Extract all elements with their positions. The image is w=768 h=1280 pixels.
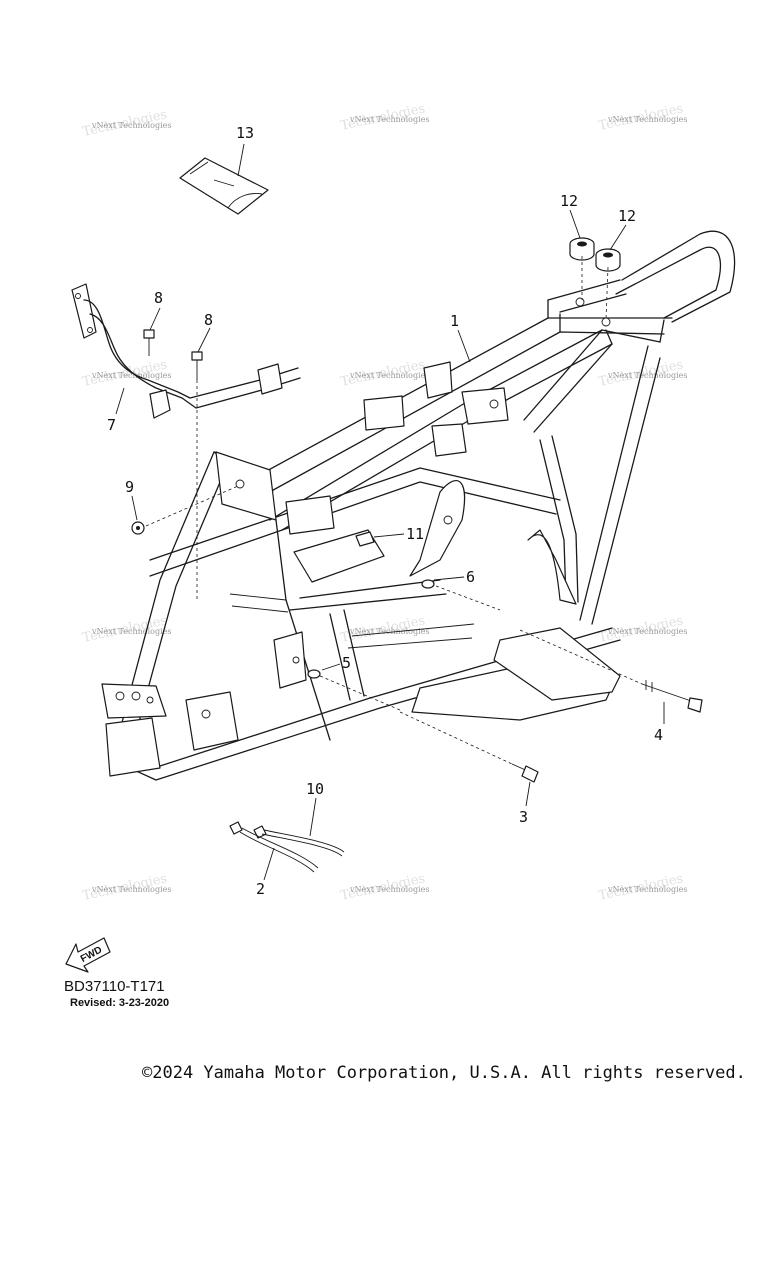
bolt-part[interactable] — [191, 351, 203, 380]
callout-13: 13 — [236, 124, 254, 142]
callout-4: 4 — [654, 726, 663, 744]
watermark: Technologies vNext Technologies — [597, 357, 687, 390]
diagram-code: BD37110-T171 — [64, 978, 165, 995]
leader-line — [569, 209, 581, 239]
callout-8: 8 — [154, 289, 163, 307]
leader-line — [197, 327, 211, 353]
leader-line — [321, 663, 341, 671]
bolt-part[interactable] — [143, 329, 155, 356]
callout-7: 7 — [107, 416, 116, 434]
callout-11: 11 — [406, 525, 424, 543]
front-bracket-part[interactable] — [71, 283, 301, 419]
callout-5: 5 — [342, 654, 351, 672]
svg-text:vNext Technologies: vNext Technologies — [91, 627, 171, 636]
watermark: Technologies vNext Technologies — [339, 357, 429, 390]
watermark: Technologies vNext Technologies — [339, 101, 429, 134]
callout-6: 6 — [466, 568, 475, 586]
leader-line — [373, 533, 405, 538]
watermark: Technologies vNext Technologies — [81, 107, 171, 140]
svg-text:vNext Technologies: vNext Technologies — [607, 885, 687, 894]
callout-3: 3 — [519, 808, 528, 826]
callout-9: 9 — [125, 478, 134, 496]
assembly-line — [145, 485, 239, 527]
svg-text:vNext Technologies: vNext Technologies — [91, 371, 171, 380]
svg-text:vNext Technologies: vNext Technologies — [607, 627, 687, 636]
leader-line — [263, 847, 275, 881]
label-pouch-part[interactable] — [179, 157, 269, 215]
leader-line — [525, 781, 531, 807]
callout-12: 12 — [560, 192, 578, 210]
leader-line — [433, 576, 465, 581]
leader-line — [457, 329, 471, 363]
svg-text:vNext Technologies: vNext Technologies — [349, 115, 429, 124]
assembly-line — [519, 629, 643, 685]
revision-date: Revised: 3-23-2020 — [70, 997, 170, 1009]
watermark-grid: Technologies vNext Technologies Technolo… — [81, 101, 687, 904]
copyright-notice: ©2024 Yamaha Motor Corporation, U.S.A. A… — [142, 1063, 746, 1083]
assembly-line — [605, 266, 609, 321]
svg-text:vNext Technologies: vNext Technologies — [607, 115, 687, 124]
leader-line — [149, 307, 161, 331]
svg-text:vNext Technologies: vNext Technologies — [349, 371, 429, 380]
collar-part[interactable] — [307, 669, 321, 679]
collar-part[interactable] — [421, 579, 435, 589]
watermark: Technologies vNext Technologies — [597, 101, 687, 134]
assembly-line — [435, 585, 501, 611]
assembly-line — [399, 711, 513, 765]
watermark: Technologies vNext Technologies — [81, 357, 171, 390]
watermark: Technologies vNext Technologies — [81, 613, 171, 646]
callout-8: 8 — [204, 311, 213, 329]
svg-text:vNext Technologies: vNext Technologies — [349, 885, 429, 894]
leader-line — [131, 495, 138, 521]
svg-text:vNext Technologies: vNext Technologies — [349, 627, 429, 636]
callout-12: 12 — [618, 207, 636, 225]
bolt-part[interactable] — [511, 763, 539, 783]
cable-tie-part[interactable] — [229, 821, 319, 873]
parts-diagram: Technologies vNext Technologies Technolo… — [65, 101, 736, 973]
main-frame-part[interactable] — [101, 230, 736, 781]
watermark: Technologies vNext Technologies — [597, 613, 687, 646]
grommet-part[interactable] — [595, 248, 621, 272]
leader-line — [609, 224, 627, 251]
assembly-line — [319, 675, 401, 711]
watermark: Technologies vNext Technologies — [339, 871, 429, 904]
leader-line — [237, 143, 245, 177]
clip-part[interactable] — [355, 531, 375, 547]
callout-10: 10 — [306, 780, 324, 798]
svg-text:vNext Technologies: vNext Technologies — [91, 121, 171, 130]
fwd-arrow-icon: FWD — [65, 937, 111, 973]
leader-line — [309, 797, 317, 837]
watermark: Technologies vNext Technologies — [81, 871, 171, 904]
long-bolt-part[interactable] — [641, 680, 703, 713]
callout-1: 1 — [450, 312, 459, 330]
leader-line — [115, 387, 125, 415]
watermark: Technologies vNext Technologies — [597, 871, 687, 904]
grommet-part[interactable] — [569, 237, 595, 261]
svg-text:vNext Technologies: vNext Technologies — [607, 371, 687, 380]
nut-part[interactable] — [131, 521, 145, 535]
callout-2: 2 — [256, 880, 265, 898]
svg-text:vNext Technologies: vNext Technologies — [91, 885, 171, 894]
